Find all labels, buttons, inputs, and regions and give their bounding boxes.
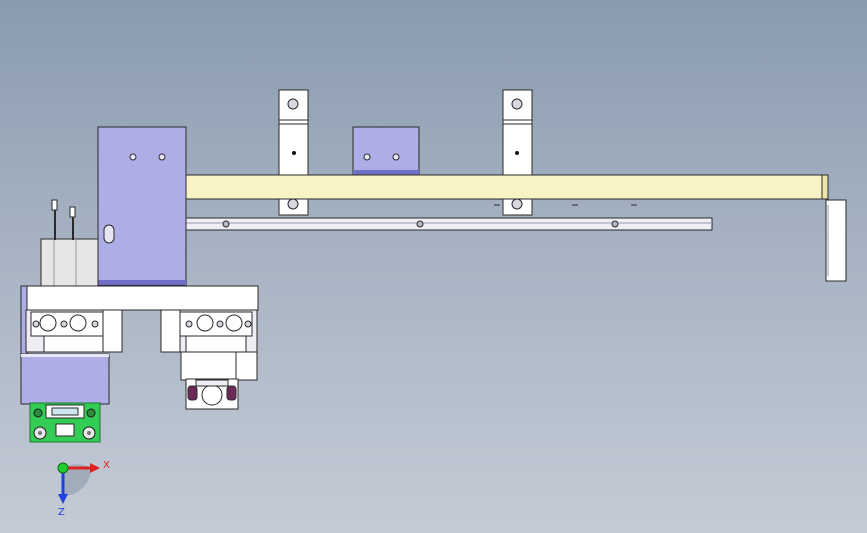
base-plate [24, 285, 259, 311]
end-block [825, 199, 847, 282]
carriage-plate [97, 126, 187, 286]
triad-arc [63, 464, 91, 496]
yellow-beam [185, 174, 829, 200]
orientation-triad[interactable]: X Z [57, 460, 110, 518]
pcb-board [29, 402, 101, 443]
sensor-module [185, 378, 239, 410]
right-lower-block [180, 351, 258, 381]
x-axis-arrowhead [90, 463, 100, 473]
z-axis-arrowhead [58, 494, 68, 504]
y-axis-dot [57, 462, 69, 474]
z-axis-label: Z [58, 507, 65, 518]
x-axis-label: X [103, 460, 110, 471]
gripper-left [25, 309, 123, 353]
clamp-block [352, 126, 420, 176]
guide-rail [185, 217, 713, 231]
gripper-right [160, 309, 258, 353]
air-cylinder [40, 199, 99, 287]
lower-housing [20, 353, 110, 405]
